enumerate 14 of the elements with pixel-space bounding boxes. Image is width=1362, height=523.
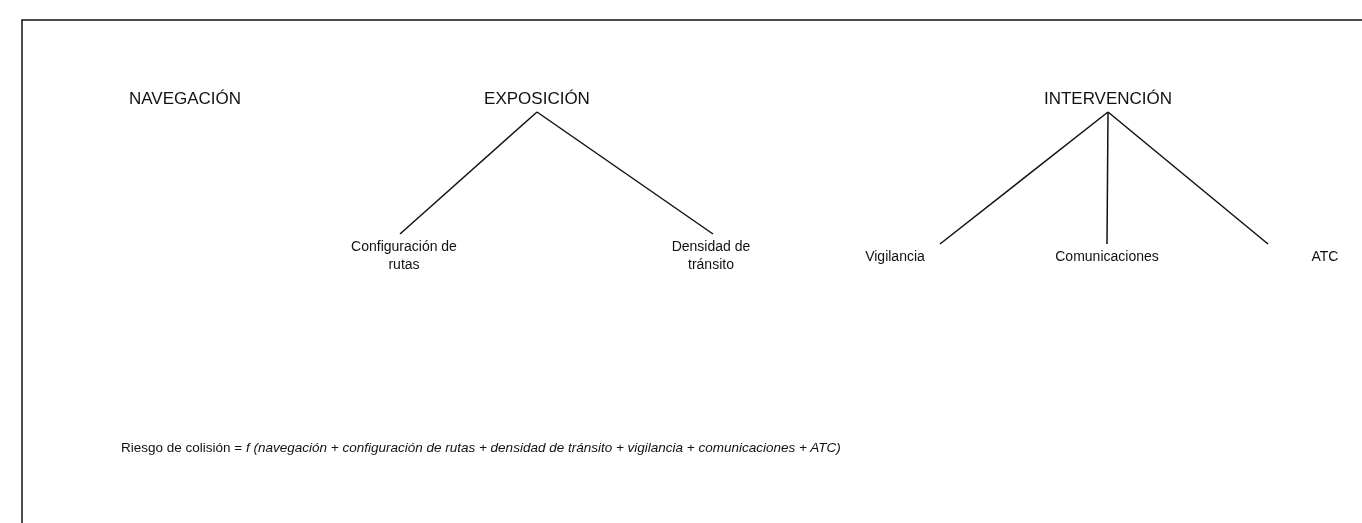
factor-label: Vigilancia xyxy=(845,248,945,266)
factor-label: Configuración de rutas xyxy=(349,238,459,273)
tree-line xyxy=(1106,111,1109,245)
tree-line xyxy=(939,111,1109,245)
category-heading: INTERVENCIÓN xyxy=(1023,88,1193,110)
category-heading: EXPOSICIÓN xyxy=(457,88,617,110)
factor-label: ATC xyxy=(1300,248,1350,266)
tree-line xyxy=(1107,111,1269,245)
tree-line xyxy=(399,111,538,235)
factor-label: Densidad de tránsito xyxy=(661,238,761,273)
factor-label: Comunicaciones xyxy=(1042,248,1172,266)
formula-text: Riesgo de colisión = f (navegación + configuración de rutas + densidad de tránsito + vigilancia + comunicaciones + ATC) xyxy=(121,440,841,455)
tree-line xyxy=(536,111,714,235)
category-heading: NAVEGACIÓN xyxy=(105,88,265,110)
